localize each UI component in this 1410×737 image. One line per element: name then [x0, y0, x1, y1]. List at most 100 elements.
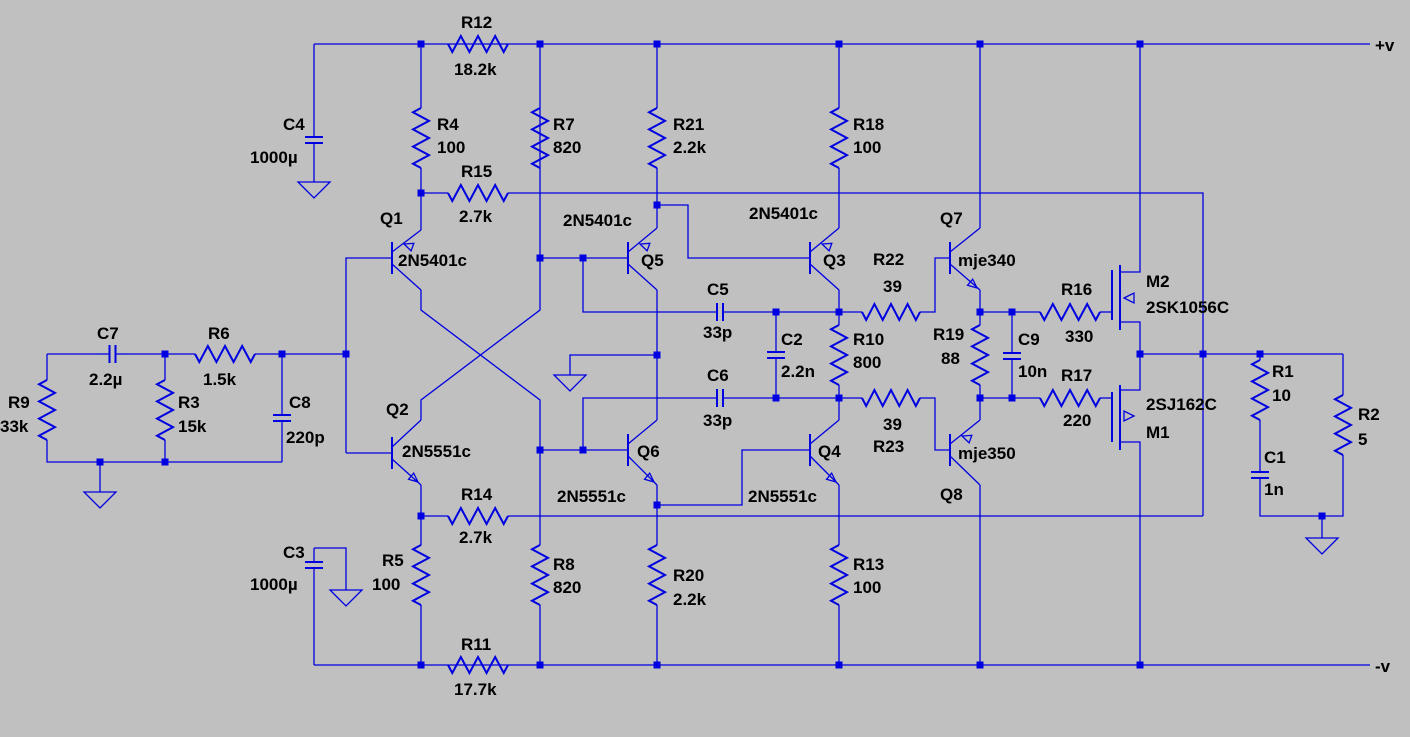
junction-dot — [536, 40, 544, 48]
r18-resistor — [828, 107, 850, 169]
r21-name: R21 — [673, 115, 704, 134]
c4-capacitor — [305, 120, 323, 160]
r10-name: R10 — [853, 330, 884, 349]
r20-value: 2.2k — [673, 590, 707, 609]
junction-dot — [536, 254, 544, 262]
r6-value: 1.5k — [203, 370, 237, 389]
junction-dot — [1136, 661, 1144, 669]
r12-value: 18.2k — [454, 60, 497, 79]
c2-value: 2.2n — [781, 362, 815, 381]
m1-drain — [1120, 441, 1141, 665]
junction-dot — [278, 350, 286, 358]
q7-transistor-collector — [949, 227, 981, 253]
r13-resistor — [828, 544, 850, 606]
junction-dot — [417, 661, 425, 669]
q1-transistor — [391, 229, 422, 291]
q7-transistor-arrow — [966, 277, 979, 290]
junction-dot — [653, 351, 661, 359]
r2-name: R2 — [1358, 405, 1380, 424]
c3-value: 1000µ — [250, 575, 298, 594]
c9-capacitor — [1003, 340, 1021, 372]
neg-rail-label: -v — [1375, 657, 1391, 676]
m1-mosfet — [1111, 354, 1141, 665]
junction-dot — [976, 40, 984, 48]
q4-transistor — [809, 419, 840, 486]
r1-name: R1 — [1272, 362, 1294, 381]
junction-dot — [1199, 350, 1207, 358]
wire — [569, 354, 657, 375]
wire — [920, 257, 950, 313]
q8-transistor — [949, 419, 981, 486]
q1-transistor-arrow — [402, 242, 415, 252]
junction-dot — [653, 40, 661, 48]
q2-transistor-emitter — [391, 458, 422, 486]
r7-value: 820 — [553, 138, 581, 157]
junction-dot — [536, 446, 544, 454]
junction-dot — [835, 40, 843, 48]
r22-value: 39 — [883, 277, 902, 296]
c6-capacitor — [700, 389, 740, 407]
q4-model: 2N5551c — [748, 487, 817, 506]
q5-model: 2N5401c — [563, 211, 632, 230]
junction-dot — [161, 458, 169, 466]
r11-name: R11 — [461, 635, 491, 654]
r19-resistor — [969, 324, 991, 386]
junction-dot — [976, 661, 984, 669]
q8-transistor-emitter — [949, 455, 981, 486]
q1-transistor-collector — [391, 229, 422, 253]
junction-dot — [835, 308, 843, 316]
c1-name: C1 — [1264, 448, 1286, 467]
q6-name: Q6 — [637, 442, 660, 461]
r4-value: 100 — [437, 138, 465, 157]
q4-transistor-emitter — [809, 455, 840, 486]
wire — [582, 258, 700, 313]
components — [36, 33, 1354, 676]
r12-resistor — [447, 33, 509, 55]
q4-name: Q4 — [818, 442, 841, 461]
r3-name: R3 — [178, 393, 200, 412]
q8-name: Q8 — [940, 485, 963, 504]
m2-source — [1120, 321, 1141, 354]
junction-dot — [342, 350, 350, 358]
r19-value: 88 — [941, 349, 960, 368]
q4-transistor-arrow — [825, 471, 838, 484]
r22-resistor — [861, 301, 921, 323]
junction-dot — [536, 661, 544, 669]
r14-name: R14 — [461, 485, 493, 504]
c2-capacitor — [767, 340, 785, 370]
r21-value: 2.2k — [673, 138, 707, 157]
junction-dot — [653, 661, 661, 669]
q6-transistor-collector — [627, 419, 658, 445]
labels: +v -v R12 18.2k R4 100 R7 820 R21 2.2k R… — [0, 13, 1395, 699]
c1-value: 1n — [1264, 480, 1284, 499]
wire — [46, 440, 282, 463]
c7-name: C7 — [97, 324, 119, 343]
c8-name: C8 — [289, 393, 311, 412]
junction-dot — [653, 501, 661, 509]
r4-resistor — [410, 107, 432, 169]
wire — [657, 449, 810, 506]
r11-value: 17.7k — [454, 680, 497, 699]
q5-transistor-arrow — [638, 242, 651, 252]
r8-value: 820 — [553, 578, 581, 597]
q1-transistor-emitter — [391, 263, 422, 291]
c7-value: 2.2µ — [89, 370, 122, 389]
r13-value: 100 — [853, 578, 881, 597]
r3-value: 15k — [178, 417, 207, 436]
r9-resistor — [36, 379, 58, 441]
r3-resistor — [154, 379, 176, 441]
q7-transistor — [949, 227, 981, 291]
q4-transistor-collector — [809, 419, 840, 445]
wire — [314, 547, 347, 590]
wire — [1321, 455, 1344, 538]
c8-capacitor — [273, 400, 291, 436]
r23-resistor — [861, 387, 921, 409]
junction-dot — [579, 446, 587, 454]
wire — [1259, 495, 1322, 517]
r20-resistor — [646, 544, 668, 606]
r16-resistor — [1039, 301, 1101, 323]
c5-value: 33p — [703, 323, 732, 342]
r1-resistor — [1249, 359, 1271, 421]
q3-name: Q3 — [823, 251, 846, 270]
r2-value: 5 — [1358, 430, 1367, 449]
